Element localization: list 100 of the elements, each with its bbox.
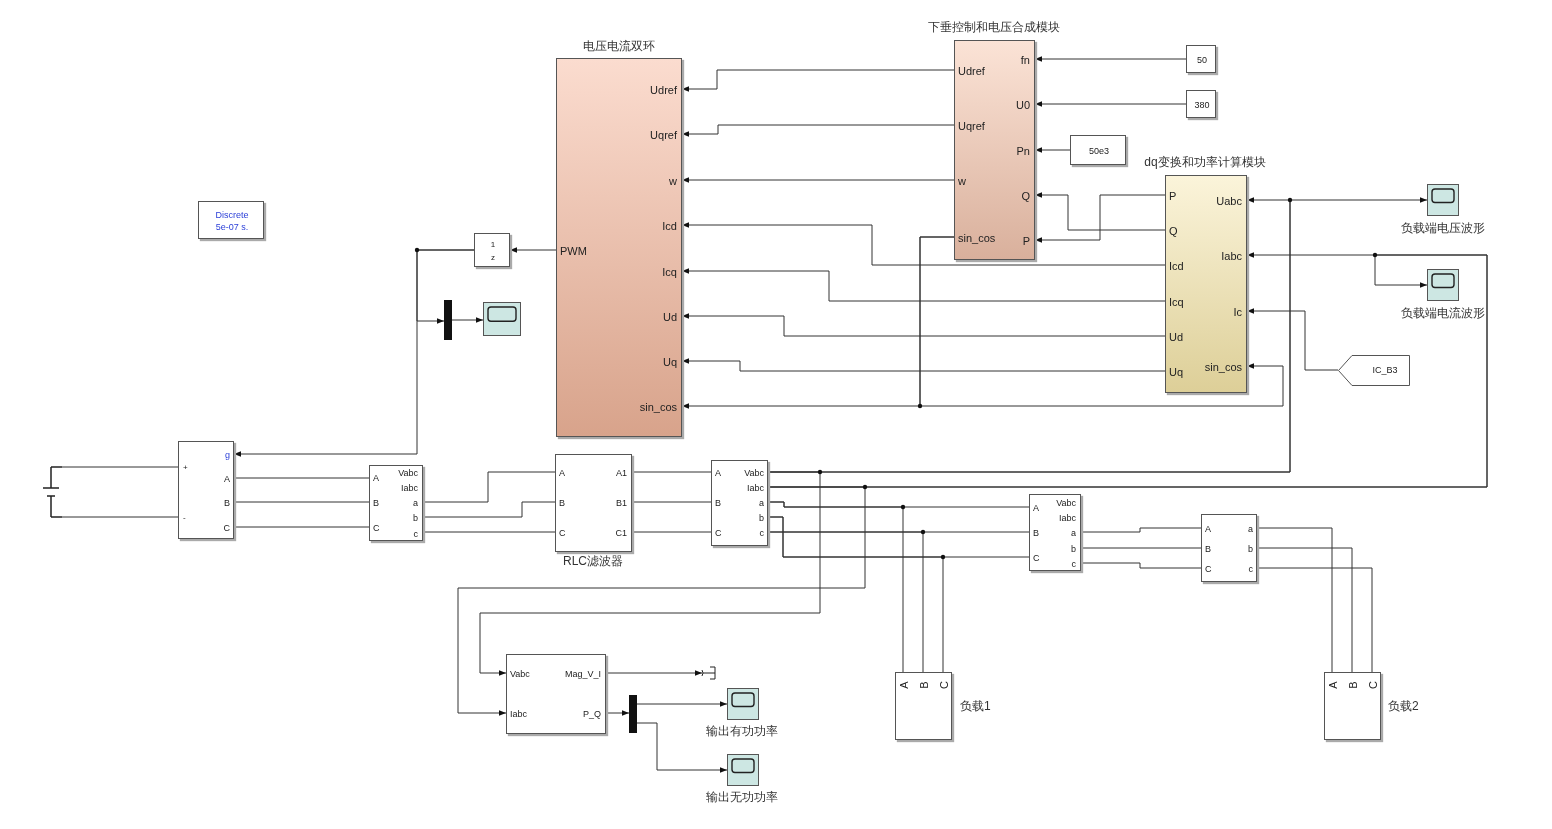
port-label: Ic (1233, 306, 1242, 318)
port-label: B (1033, 527, 1039, 539)
constant-value: 380 (1194, 99, 1210, 111)
tag-label: IC_B3 (1372, 364, 1398, 376)
port-label: A1 (616, 467, 627, 479)
arrow (451, 317, 484, 323)
port-label: B (224, 497, 230, 509)
wire (1080, 547, 1202, 549)
block-title: 下垂控制和电压合成模块 (928, 20, 1060, 34)
port-label: Uq (662, 356, 677, 368)
port-label: c (413, 528, 418, 540)
port-label: b (759, 512, 764, 524)
port-label: P (1169, 190, 1177, 202)
wire (631, 471, 712, 473)
port-label: Uq (1169, 366, 1184, 378)
arrow (1034, 147, 1071, 153)
arrow (636, 722, 728, 773)
wire (422, 471, 556, 503)
port-label: C (559, 527, 566, 539)
port-label: A (898, 681, 910, 689)
arrow (636, 701, 728, 707)
port-label: Uqref (650, 129, 677, 141)
arrow (681, 69, 955, 92)
port-label: w (958, 175, 966, 187)
port-label: a (759, 497, 764, 509)
arrow (681, 222, 1166, 266)
port-label: P (1022, 235, 1030, 247)
port-label: B (559, 497, 565, 509)
port-label: g (225, 449, 230, 461)
wire (1080, 527, 1202, 533)
port-label: B1 (616, 497, 627, 509)
wire (1256, 527, 1333, 673)
port-label: a (413, 497, 418, 509)
port-label: Q (1169, 225, 1178, 237)
port-label: C1 (615, 527, 627, 539)
constant-value: 50 (1197, 54, 1207, 66)
port-label: A (224, 473, 230, 485)
constant-value: 50e3 (1089, 145, 1109, 157)
wire (1256, 567, 1373, 673)
wire (631, 531, 712, 533)
port-label: Uabc (1216, 195, 1242, 207)
port-label: b (1248, 543, 1253, 555)
port-label: - (183, 512, 186, 524)
port-label: Q (1021, 190, 1030, 202)
port-label: Iabc (1059, 512, 1076, 524)
port-label: A (1205, 523, 1211, 535)
port-label: Vabc (398, 467, 418, 479)
port-label: Vabc (510, 668, 530, 680)
port-label: Iabc (401, 482, 418, 494)
wire (767, 501, 904, 673)
block-caption: 输出有功功率 (706, 724, 778, 738)
arrow (1034, 56, 1187, 62)
port-label: Ud (662, 311, 677, 323)
port-label: sin_cos (958, 232, 996, 244)
port-label: Icq (1169, 296, 1184, 308)
arrow (1034, 194, 1166, 243)
port-label: Iabc (510, 708, 527, 720)
block-caption: 负载端电流波形 (1401, 306, 1485, 320)
block-title: dq变换和功率计算模块 (1144, 155, 1266, 169)
port-label: + (183, 462, 188, 474)
wire (61, 516, 179, 518)
port-label: B (373, 497, 379, 509)
port-label: C (715, 527, 722, 539)
port-label: C (1033, 552, 1040, 564)
port-label: Iabc (747, 482, 764, 494)
arrow (681, 358, 1166, 372)
block-caption: 负载端电压波形 (1401, 221, 1485, 235)
block-caption: RLC滤波器 (563, 554, 623, 568)
wire (61, 466, 179, 468)
delay-label: z (491, 252, 495, 264)
arrow (681, 268, 1166, 302)
port-label: fn (1020, 54, 1030, 66)
wire (422, 531, 556, 533)
arrow (1034, 101, 1187, 107)
port-label: c (759, 527, 764, 539)
wire (233, 501, 370, 503)
wire (767, 516, 944, 673)
port-label: B (1205, 543, 1211, 555)
arrow (605, 710, 630, 716)
port-label: Udref (650, 84, 677, 96)
port-label: Icd (662, 220, 677, 232)
arrow (681, 313, 1166, 337)
arrow (416, 249, 475, 324)
arrow (509, 247, 557, 253)
wire (1256, 547, 1353, 673)
port-label: B (918, 681, 930, 689)
port-label: C (1367, 681, 1379, 689)
port-label: c (1071, 558, 1076, 570)
port-label: b (413, 512, 418, 524)
block-caption: 负载2 (1388, 699, 1419, 713)
port-label: Icd (1169, 260, 1184, 272)
port-label: PWM (560, 245, 587, 257)
delay-label: 1 (490, 239, 496, 251)
wire (233, 477, 370, 479)
wire (631, 501, 712, 503)
arrow (681, 177, 955, 183)
port-label: Ud (1169, 331, 1184, 343)
port-label: C (223, 522, 230, 534)
port-label: sin_cos (639, 401, 677, 413)
port-label: a (1071, 527, 1076, 539)
